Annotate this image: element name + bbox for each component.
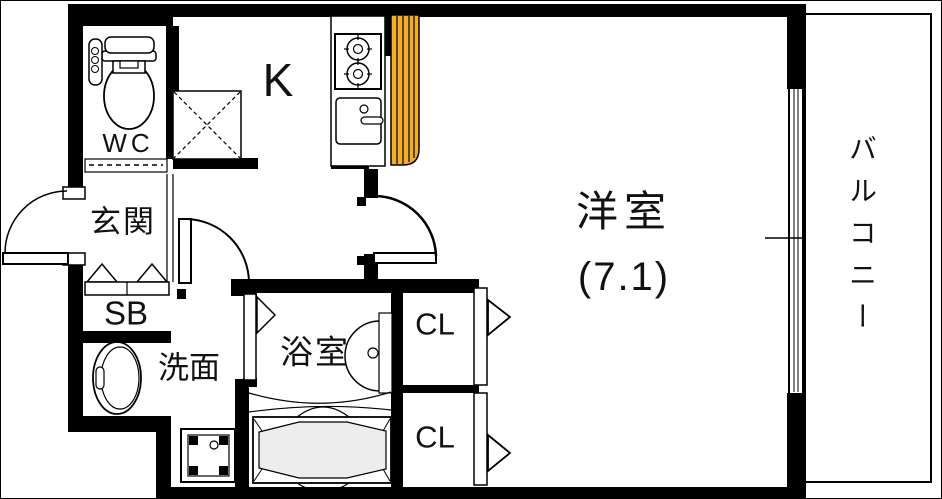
entrance-door bbox=[2, 186, 86, 266]
wall-closet-divider bbox=[391, 385, 479, 393]
washroom-label: 洗面 bbox=[158, 350, 220, 386]
hall-door-panel bbox=[178, 218, 192, 284]
shoebox-triangle bbox=[135, 262, 169, 283]
washbasin-oval-icon bbox=[92, 341, 142, 415]
closet-doors bbox=[473, 287, 512, 486]
closet-upper-label: CL bbox=[415, 306, 455, 342]
closet-door-triangle bbox=[487, 298, 512, 337]
room-door bbox=[373, 194, 438, 264]
room-door-arc bbox=[373, 194, 438, 257]
wall-hall-bath bbox=[233, 279, 479, 293]
wall-door-stub-top bbox=[364, 169, 378, 198]
balcony-outline bbox=[804, 13, 932, 483]
entrance-door-panel bbox=[2, 252, 69, 265]
wall-bath-closet-divider bbox=[391, 279, 403, 487]
wall-left-upper bbox=[68, 17, 83, 191]
closet-door-triangle bbox=[487, 433, 512, 473]
door-jamb-notch bbox=[62, 186, 86, 200]
balcony-label: バルコニー bbox=[846, 134, 877, 344]
entrance-label: 玄関 bbox=[90, 204, 156, 240]
wall-right-top bbox=[787, 4, 806, 89]
entrance-door-arc bbox=[4, 190, 68, 254]
wall-kitchen-south-left bbox=[173, 158, 258, 169]
bathtub-icon bbox=[248, 391, 392, 493]
room-door-panel bbox=[373, 252, 437, 264]
wall-hall-door-stub bbox=[231, 279, 245, 296]
western-room-label: 洋室 bbox=[575, 188, 673, 235]
wall-step-vertical bbox=[156, 429, 171, 493]
shoebox-triangle bbox=[85, 262, 119, 283]
kitchen-sink-icon bbox=[335, 97, 384, 145]
bathroom-label: 浴室 bbox=[280, 333, 350, 371]
hall-door-arc bbox=[184, 218, 250, 284]
refrigerator-space-x-icon bbox=[172, 90, 242, 160]
wall-top bbox=[68, 4, 806, 17]
wall-step-horizontal bbox=[68, 416, 171, 432]
folding-door-triangle bbox=[256, 295, 277, 335]
western-room-size: (7.1) bbox=[577, 255, 671, 299]
hall-door bbox=[166, 174, 250, 284]
bathroom-folding-door bbox=[243, 293, 277, 381]
stove-burners-icon bbox=[334, 33, 382, 90]
wall-wc-top bbox=[68, 17, 173, 26]
washing-machine-pan-icon bbox=[180, 428, 236, 483]
bath-door-cap-bottom bbox=[243, 378, 257, 387]
balcony-window bbox=[765, 87, 804, 394]
bath-vanity-icon bbox=[344, 312, 393, 394]
kitchen-counter bbox=[390, 14, 420, 166]
wall-right-bottom bbox=[787, 393, 806, 498]
door-hinge-knob bbox=[357, 256, 366, 265]
door-hinge-knob bbox=[177, 289, 186, 299]
walls bbox=[68, 4, 806, 498]
wall-left-lower bbox=[68, 259, 83, 432]
wall-washroom-bath-divider bbox=[235, 379, 249, 487]
wc-sliding-door bbox=[84, 158, 168, 173]
shoebox-label: SB bbox=[103, 294, 149, 332]
door-hinge-knob bbox=[357, 197, 366, 206]
wall-bottom bbox=[156, 487, 806, 498]
toilet-icon bbox=[88, 36, 157, 130]
kitchen-label: K bbox=[262, 54, 294, 106]
closet-lower-label: CL bbox=[415, 419, 455, 455]
bath-door-cap-top bbox=[243, 285, 257, 296]
kitchen-unit bbox=[330, 15, 386, 167]
shoebox bbox=[84, 262, 170, 296]
closet-door-panel bbox=[473, 392, 488, 486]
wc-label: WC bbox=[102, 128, 154, 158]
wall-sb-bottom bbox=[68, 331, 171, 343]
closet-door-panel bbox=[473, 287, 488, 386]
wall-counter-stub bbox=[384, 15, 391, 56]
